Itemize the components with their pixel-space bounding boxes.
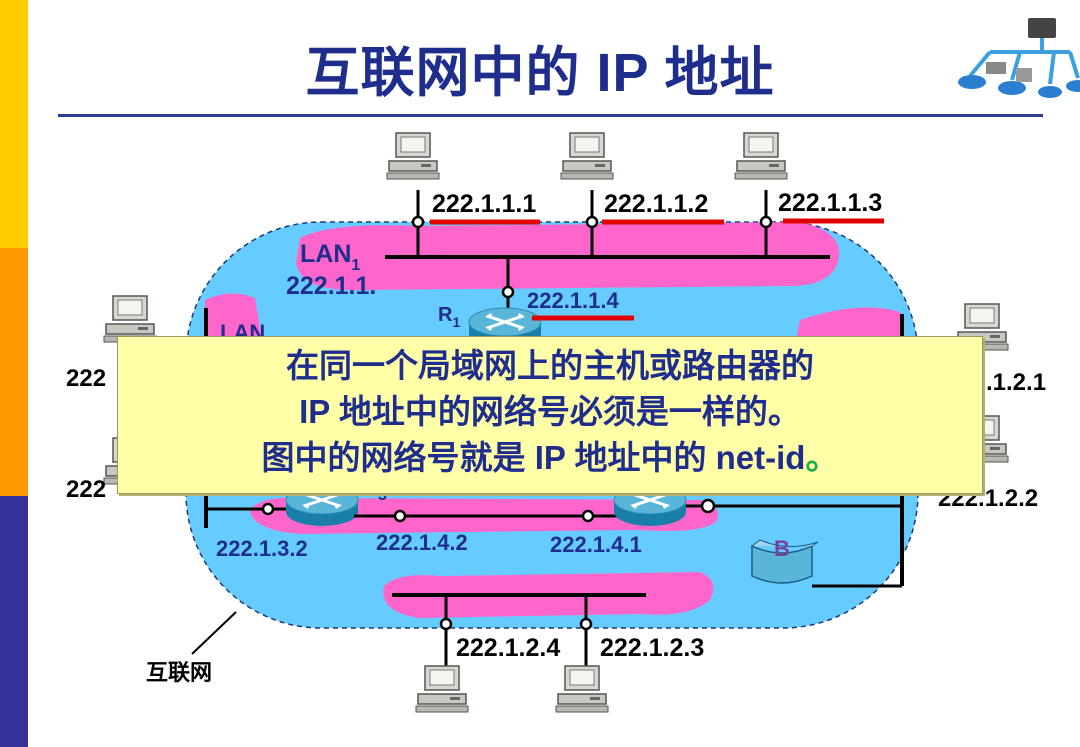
address-left-2: 222 — [66, 476, 106, 503]
page-title: 互联网中的 IP 地址 — [305, 43, 775, 103]
bridge-b-icon — [751, 539, 819, 584]
lan-left-band — [205, 293, 262, 340]
callout-line-3: 图中的网络号就是 IP 地址中的 net-id。 — [261, 439, 839, 476]
host-3-icon — [734, 132, 788, 180]
host-bottom-2-icon — [555, 665, 609, 713]
address-bottom-1: 222.1.2.4 — [456, 634, 560, 662]
internet-label: 互联网 — [146, 660, 212, 685]
title-divider — [58, 114, 1043, 117]
router-r1-label: R1 — [438, 304, 460, 330]
address-r3: 222.1.3.2 — [216, 536, 308, 561]
host-1-icon — [386, 132, 440, 180]
address-host-3: 222.1.1.3 — [778, 189, 882, 217]
callout-box: 在同一个局域网上的主机或路由器的 IP 地址中的网络号必须是一样的。 图中的网络… — [117, 336, 983, 494]
address-host-2: 222.1.1.2 — [604, 190, 708, 218]
address-bottom-2: 222.1.2.3 — [600, 634, 704, 662]
address-r2-link: 222.1.4.1 — [550, 532, 642, 557]
address-left-1: 222 — [66, 365, 106, 392]
host-2-icon — [560, 132, 614, 180]
address-host-1: 222.1.1.1 — [432, 190, 536, 218]
callout-line-2: IP 地址中的网络号必须是一样的。 — [299, 393, 801, 430]
lan1-network: 222.1.1. — [286, 272, 376, 300]
sidebar-orange — [0, 248, 28, 496]
callout-line-1: 在同一个局域网上的主机或路由器的 — [286, 347, 814, 384]
address-r1: 222.1.1.4 — [527, 288, 620, 313]
network-logo-icon — [958, 18, 1080, 98]
lan1-label: LAN1 — [300, 240, 360, 274]
address-r3-link: 222.1.4.2 — [376, 530, 468, 555]
host-bottom-1-icon — [415, 665, 469, 713]
lan-right-band — [796, 307, 902, 340]
bridge-label: B — [774, 536, 790, 561]
address-right-1: .1.2.1 — [986, 369, 1046, 396]
router-r3-partial: 3 — [378, 487, 387, 504]
sidebar-yellow — [0, 0, 28, 248]
sidebar-blue — [0, 496, 28, 747]
